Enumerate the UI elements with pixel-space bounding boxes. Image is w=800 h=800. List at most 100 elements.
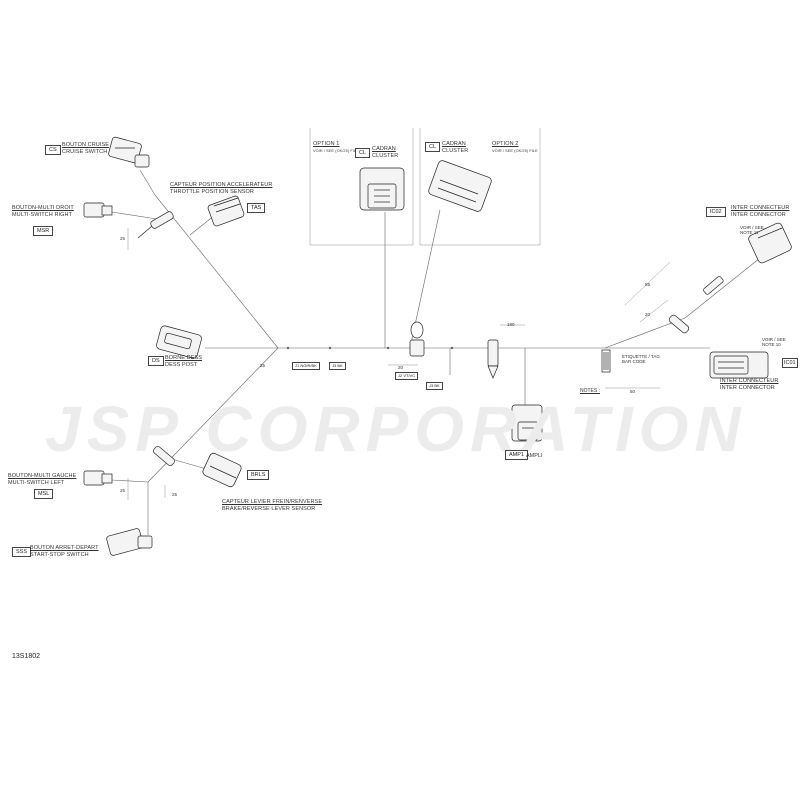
dimension-msl: 25 — [120, 488, 126, 493]
tps-label: CAPTEUR POSITION ACCELERATEUR THROTTLE P… — [170, 182, 272, 195]
msl-label-fr: BOUTON-MULTI GAUCHE — [8, 473, 77, 479]
cl1-option-title: OPTION 1 — [313, 141, 340, 147]
ic2-tag: IC02 — [706, 207, 726, 217]
msr-tag: MSR — [33, 226, 54, 236]
ds-tag: DS — [148, 356, 164, 366]
dimension-ds: 25 — [260, 363, 266, 368]
amplifier-connector-icon — [511, 404, 543, 442]
cl2-tag: CL — [425, 142, 441, 152]
ic1-note-line2: NOTE 10 — [762, 342, 781, 347]
dimension-ic1: 50 — [630, 389, 636, 394]
inline-connector-msl-icon — [153, 446, 175, 466]
inter-connector-2-icon — [703, 222, 792, 295]
msr-label-en: MULTI-SWITCH RIGHT — [12, 211, 73, 218]
cluster-option2-connector-icon — [428, 160, 492, 212]
cl2-label-en: CLUSTER — [442, 147, 469, 154]
ic1-note: VOIR / SEE NOTE 10 — [762, 337, 786, 347]
harness-wires — [111, 169, 761, 535]
notes-label: NOTES : — [580, 388, 601, 394]
cs-label: BOUTON CRUISE CRUISE SWITCH — [62, 142, 109, 155]
msr-label: BOUTON-MULTI DROIT MULTI-SWITCH RIGHT — [12, 205, 74, 218]
dimension-msr: 25 — [120, 236, 126, 241]
ic1-label-fr: INTER CONNECTEUR — [720, 378, 779, 384]
branch-upper — [154, 194, 279, 349]
cruise-switch-icon — [108, 136, 150, 168]
inline-connector-msr-icon — [137, 211, 174, 239]
ic1-tag: IC01 — [782, 358, 798, 368]
cl1-label-fr: CADRAN — [372, 146, 396, 152]
tps-label-fr: CAPTEUR POSITION ACCELERATEUR — [170, 182, 273, 188]
brake-reverse-sensor-icon — [202, 452, 242, 488]
junction-j4-label: J3 BK — [426, 382, 443, 390]
branch-msl — [111, 479, 149, 483]
multi-switch-left-icon — [83, 470, 113, 486]
branch-msr — [111, 211, 164, 221]
cl2-option-note: VOIR / SEE (OK/25) FILE — [492, 148, 538, 153]
ic1-label: INTER CONNECTEUR INTER CONNECTOR — [720, 378, 778, 391]
inline-connector-mid-icon — [487, 339, 499, 379]
cl1-label: CADRAN CLUSTER — [372, 146, 398, 159]
msl-label: BOUTON-MULTI GAUCHE MULTI-SWITCH LEFT — [8, 473, 76, 486]
cl2-label: CADRAN CLUSTER — [442, 141, 468, 154]
junction-j3-label: J3 BK — [329, 362, 346, 370]
barcode-tag-en: BAR CODE — [622, 359, 646, 364]
cl2-option: OPTION 2 VOIR / SEE (OK/25) FILE — [492, 141, 538, 154]
dimension-clamp: 20 — [398, 365, 404, 370]
dess-post-icon — [156, 325, 202, 359]
ic1-note-line1: VOIR / SEE — [762, 337, 786, 342]
sss-label: BOUTON ARRET-DEPART START-STOP SWITCH — [30, 545, 99, 558]
cl2-label-fr: CADRAN — [442, 141, 466, 147]
barcode-tag-label: ETIQUETTE / TAG BAR CODE — [622, 354, 660, 364]
barcode-tag-icon — [601, 349, 611, 373]
ds-label: BORNE DESS DESS POST — [165, 355, 202, 368]
ic2-label-en: INTER CONNECTOR — [731, 211, 786, 218]
multi-switch-right-icon — [83, 202, 113, 218]
ic2-label: INTER CONNECTEUR INTER CONNECTOR — [731, 205, 789, 218]
ic2-note: VOIR / SEE NOTE 11 — [740, 225, 764, 235]
ic2-label-fr: INTER CONNECTEUR — [731, 205, 790, 211]
ic1-label-en: INTER CONNECTOR — [720, 384, 775, 391]
brls-label: CAPTEUR LEVIER FREIN/RENVERSE BRAKE/REVE… — [222, 499, 322, 512]
junction-j1-label: J1 NOIR/BK — [292, 362, 320, 370]
cl1-option-note: VOIR / SEE (OK/25) FILE — [313, 148, 359, 153]
dimension-mid: 180 — [507, 322, 515, 327]
inline-connector-right-icon — [668, 314, 690, 334]
harness-clamp-icon — [409, 321, 425, 357]
tps-tag: TAS — [247, 203, 266, 213]
cl1-option: OPTION 1 VOIR / SEE (OK/25) FILE — [313, 141, 359, 154]
cl1-tag: CL — [355, 148, 371, 158]
cs-label-fr: BOUTON CRUISE — [62, 142, 110, 148]
brls-tag: BRLS — [247, 470, 270, 480]
brls-label-en: BRAKE/REVERSE LEVER SENSOR — [222, 505, 316, 512]
connector-shapes — [83, 136, 792, 556]
branch-cs — [139, 169, 156, 196]
dimension-lines — [127, 128, 671, 500]
cs-tag: CS — [45, 145, 61, 155]
junction-j2-label: J2 VT/VC — [395, 372, 419, 380]
msl-label-en: MULTI-SWITCH LEFT — [8, 479, 65, 486]
cluster-option1-connector-icon — [359, 167, 405, 211]
msl-tag: MSL — [34, 489, 54, 499]
tps-label-en: THROTTLE POSITION SENSOR — [170, 188, 254, 195]
start-stop-switch-icon — [106, 528, 153, 556]
sss-label-en: START-STOP SWITCH — [30, 551, 89, 558]
figure-reference: 13S1802 — [12, 653, 41, 660]
throttle-position-sensor-icon — [207, 195, 245, 227]
ic2-note-line2: NOTE 11 — [740, 230, 759, 235]
branch-tps — [189, 214, 216, 236]
sss-tag: SSS — [12, 547, 32, 557]
branch-ic2-b — [684, 257, 761, 319]
cs-label-en: CRUISE SWITCH — [62, 148, 108, 155]
sss-label-fr: BOUTON ARRET-DEPART — [30, 545, 99, 551]
cl2-option-title: OPTION 2 — [492, 141, 519, 147]
dimension-ic2: 55 — [645, 282, 651, 287]
junction-dots — [286, 346, 454, 350]
watermark: JSP CORPORATION — [45, 393, 747, 465]
ds-label-en: DESS POST — [165, 361, 198, 368]
msr-label-fr: BOUTON-MULTI DROIT — [12, 205, 74, 211]
inter-connector-1-icon — [709, 351, 769, 379]
amp1-tag: AMP1 — [505, 450, 528, 460]
dimension-inline-right: 20 — [645, 312, 651, 317]
brls-label-fr: CAPTEUR LEVIER FREIN/RENVERSE — [222, 499, 323, 505]
